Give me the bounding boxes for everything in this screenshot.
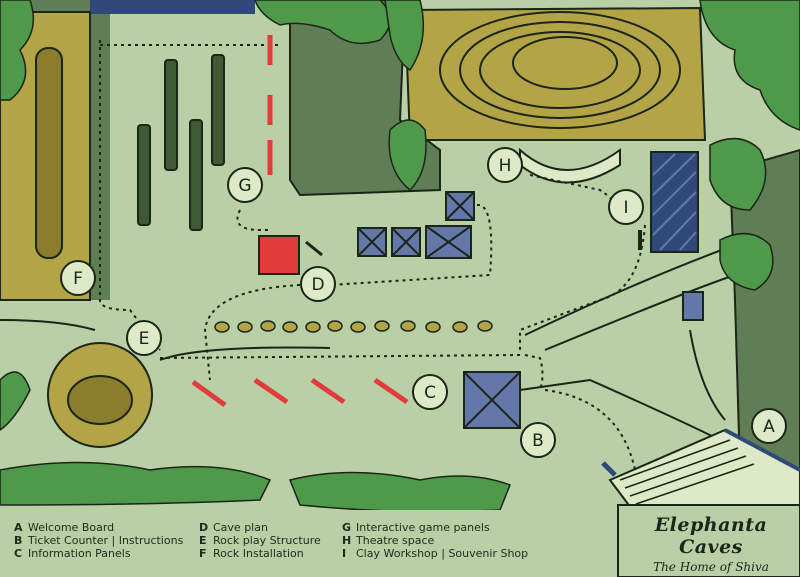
- marker-circle: [227, 167, 263, 203]
- marker-circle: [60, 260, 96, 296]
- legend-key: D: [199, 521, 209, 534]
- workshop-stripes: [652, 153, 697, 251]
- marker-label: B: [532, 431, 544, 451]
- marker-circle: [126, 320, 162, 356]
- red-markers: [191, 35, 409, 408]
- legend-key: C: [14, 547, 23, 560]
- road-edges: [0, 244, 736, 441]
- marker-circle: [487, 147, 523, 183]
- title-panel: [617, 504, 800, 577]
- entrance-rail: [724, 428, 800, 472]
- marker-label: F: [73, 269, 83, 289]
- legend-column-2: D Cave plan E Rock play Structure F Rock In…: [199, 521, 321, 560]
- legend-label: Interactive game panels: [356, 521, 490, 534]
- legend-item: E Rock play Structure: [199, 534, 321, 547]
- marker-c: C: [412, 374, 448, 410]
- marker-label: G: [238, 176, 251, 196]
- theatre-ring-3: [479, 31, 641, 109]
- marker-label: E: [139, 329, 150, 349]
- legend-item: F Rock Installation: [199, 547, 321, 560]
- marker-label: A: [763, 417, 775, 437]
- marker-e: E: [126, 320, 162, 356]
- marker-circle: [300, 266, 336, 302]
- theatre-ring-1: [439, 11, 681, 129]
- legend-key: F: [199, 547, 207, 560]
- legend-label: Rock play Structure: [213, 534, 321, 547]
- marker-i: I: [608, 189, 644, 225]
- cave-plan-sign: [305, 240, 323, 257]
- north-wall: [90, 0, 255, 14]
- marker-circle: [520, 422, 556, 458]
- legend-item: D Cave plan: [199, 521, 321, 534]
- marker-g: G: [227, 167, 263, 203]
- marker-f: F: [60, 260, 96, 296]
- theatre-ring-2: [459, 21, 661, 119]
- rock-play-pit: [67, 375, 133, 425]
- marker-label: C: [424, 383, 436, 403]
- cave-plan-block: [258, 235, 300, 275]
- marker-circle: [412, 374, 448, 410]
- legend-key: B: [14, 534, 23, 547]
- legend-label: Welcome Board: [28, 521, 115, 534]
- step-lines: [619, 439, 755, 505]
- legend-item: C Information Panels: [14, 547, 183, 560]
- stepping-stones: [214, 320, 493, 333]
- legend-label: Rock Installation: [213, 547, 304, 560]
- legend-key: I: [342, 547, 347, 560]
- legend-column-1: A Welcome Board B Ticket Counter | Instruc…: [14, 521, 183, 560]
- map-subtitle: The Home of Shiva: [653, 560, 769, 574]
- legend-key: H: [342, 534, 352, 547]
- legend-label: Cave plan: [213, 521, 268, 534]
- marker-label: D: [311, 275, 324, 295]
- legend-label: Ticket Counter | Instructions: [28, 534, 184, 547]
- entrance-post: [601, 461, 617, 477]
- legend-item: G Interactive game panels: [342, 521, 528, 534]
- map-markers: A B C D E F G H I: [60, 147, 787, 458]
- marker-d: D: [300, 266, 336, 302]
- marker-circle: [608, 189, 644, 225]
- marker-label: H: [499, 156, 512, 176]
- marker-label: I: [623, 198, 628, 218]
- game-panel-posts: [137, 54, 225, 231]
- legend-key: A: [14, 521, 23, 534]
- crate-crosses: [357, 191, 521, 429]
- legend-item: I Clay Workshop | Souvenir Shop: [342, 547, 528, 560]
- marker-b: B: [520, 422, 556, 458]
- theatre-steps: [519, 147, 621, 184]
- legend-key: G: [342, 521, 352, 534]
- legend-label: Theatre space: [356, 534, 435, 547]
- legend-item: H Theatre space: [342, 534, 528, 547]
- legend-key: E: [199, 534, 207, 547]
- legend-item: B Ticket Counter | Instructions: [14, 534, 183, 547]
- marker-circle: [751, 408, 787, 444]
- marker-h: H: [487, 147, 523, 183]
- legend-panel: [0, 510, 620, 577]
- rock-groove: [35, 47, 63, 259]
- map-title: Elephanta Caves: [654, 514, 768, 558]
- legend-label: Clay Workshop | Souvenir Shop: [356, 547, 529, 560]
- theatre-stage: [512, 36, 618, 90]
- legend-item: A Welcome Board: [14, 521, 183, 534]
- foliage: [0, 0, 800, 513]
- legend-label: Information Panels: [28, 547, 131, 560]
- marker-a: A: [751, 408, 787, 444]
- map-title-block: Elephanta Caves The Home of Shiva: [628, 514, 794, 574]
